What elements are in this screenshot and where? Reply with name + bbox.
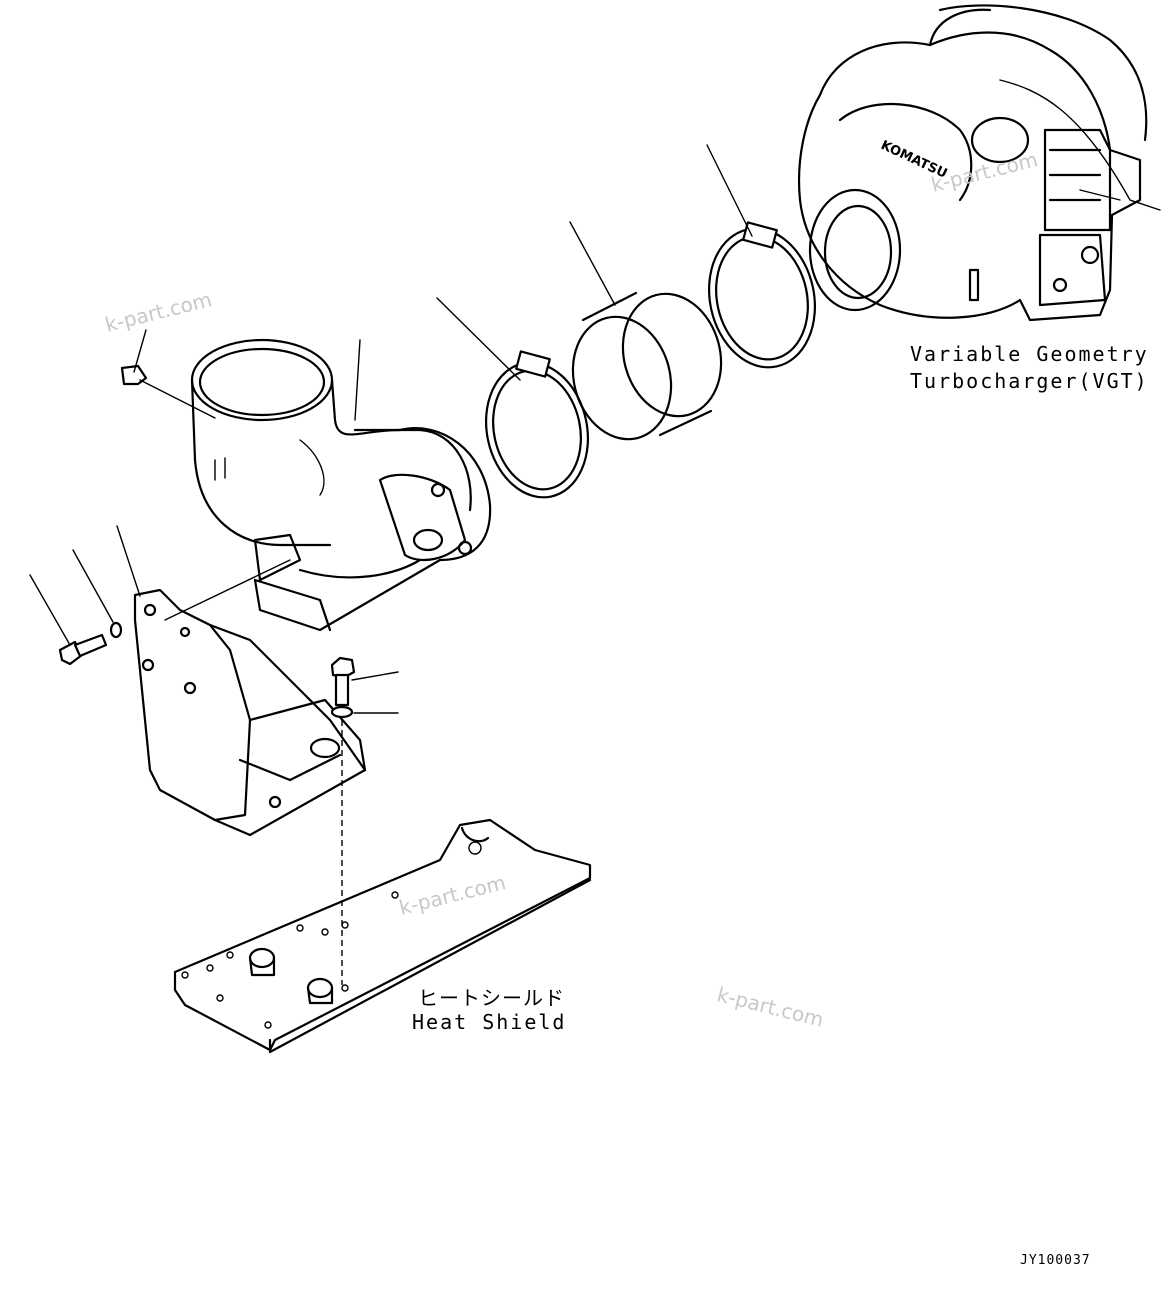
support-bracket xyxy=(116,525,367,837)
plug-screw xyxy=(120,329,216,419)
vgt-label-line1: Variable Geometry xyxy=(910,342,1149,366)
bolt-left xyxy=(29,549,123,666)
vgt-label-line2: Turbocharger(VGT) xyxy=(910,369,1149,393)
bolt-vertical xyxy=(330,656,399,985)
heat-shield-label-jp: ヒートシールド xyxy=(418,986,565,1010)
drawing-code: JY100037 xyxy=(1020,1253,1091,1268)
heat-shield-plate xyxy=(173,818,592,1054)
connector-sleeve xyxy=(569,221,723,441)
exhaust-elbow xyxy=(190,338,492,632)
clamp-elbow-side xyxy=(436,297,590,499)
clamp-turbo-side xyxy=(706,144,817,369)
heat-shield-label-en: Heat Shield xyxy=(412,1010,567,1034)
